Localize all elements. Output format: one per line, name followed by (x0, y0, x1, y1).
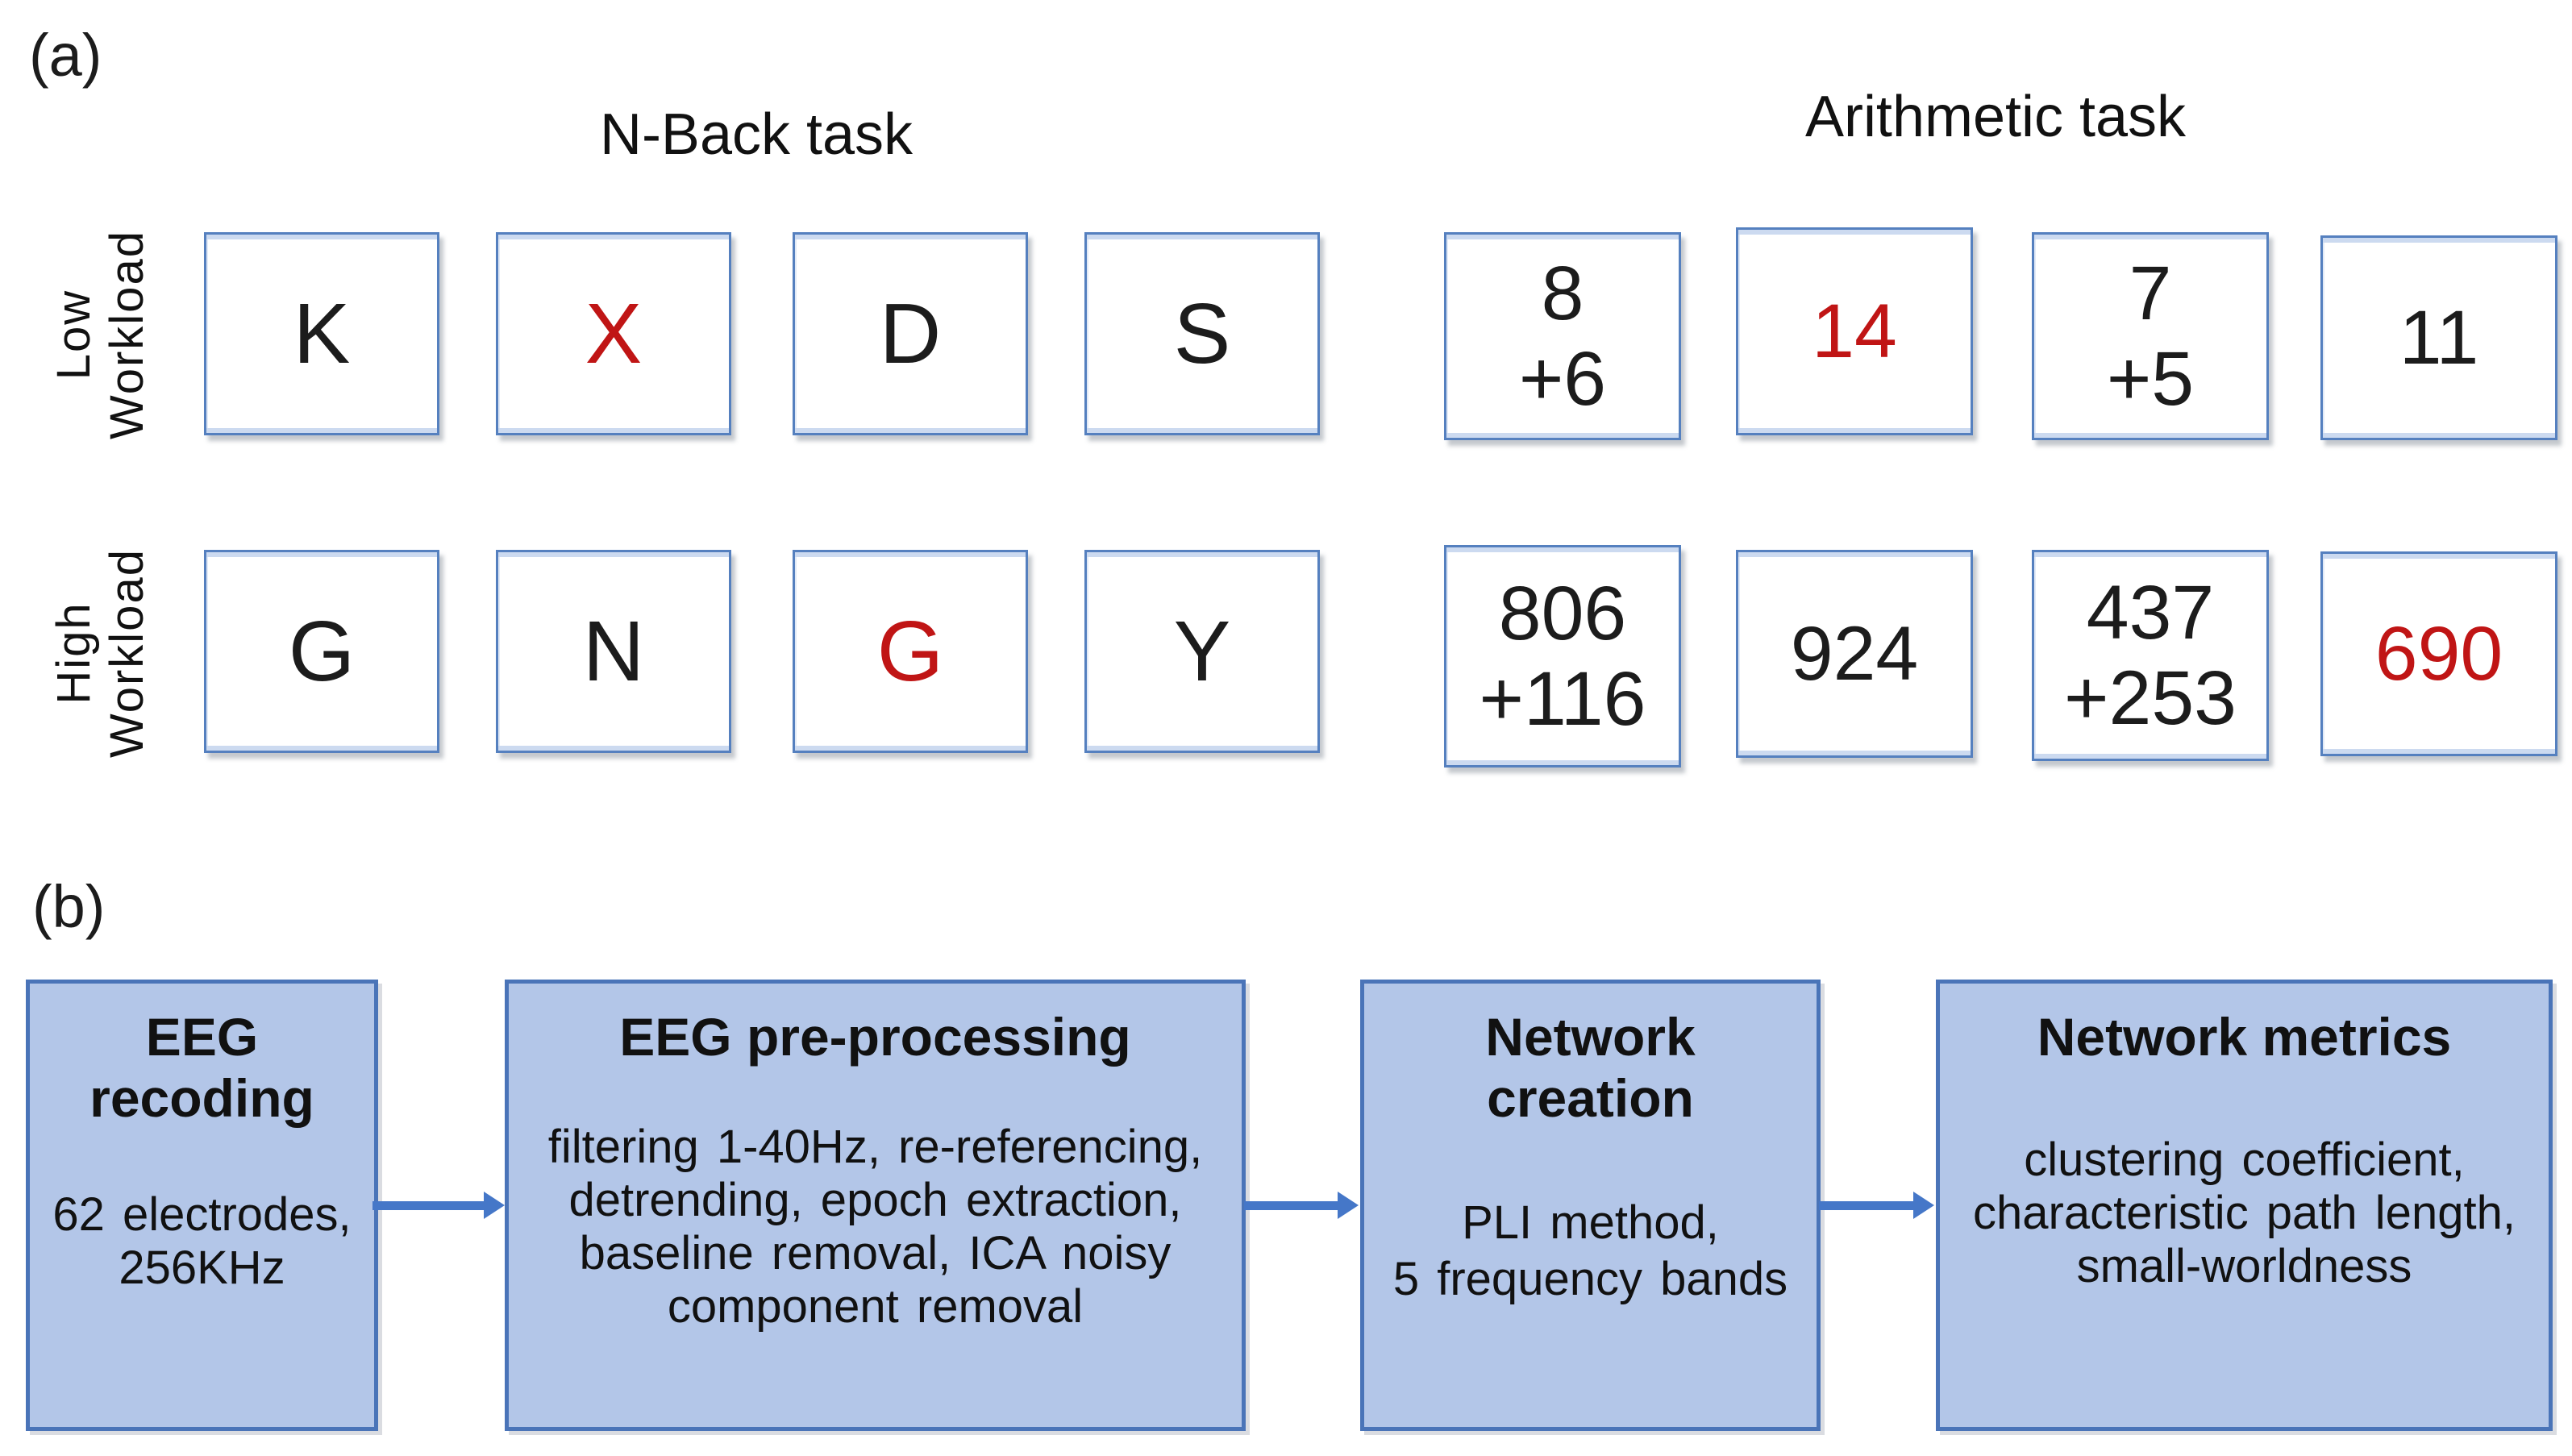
nback-stimulus-box: S (1084, 232, 1320, 435)
nback-stimulus-box: K (204, 232, 439, 435)
arithmetic-stimulus-box: 806 +116 (1444, 545, 1681, 768)
flow-step-title: EEG recoding (89, 1007, 314, 1128)
arithmetic-stimulus-box: 8 +6 (1444, 232, 1681, 440)
nback-stimulus-box: G (793, 550, 1028, 753)
arithmetic-stimulus-box: 924 (1736, 550, 1973, 758)
nback-stimulus-box: G (204, 550, 439, 753)
nback-stimulus-box: N (496, 550, 731, 753)
flow-step-title: Network metrics (2037, 1007, 2452, 1067)
nback-stimulus-box: D (793, 232, 1028, 435)
flow-arrow-right-icon (1244, 1192, 1359, 1219)
panel-b-label: (b) (32, 873, 106, 940)
flow-arrow-right-icon (1819, 1192, 1934, 1219)
flow-step-body: filtering 1-40Hz, re-referencing, detren… (547, 1121, 1203, 1333)
arithmetic-stimulus-box: 11 (2320, 235, 2557, 440)
arithmetic-stimulus-box: 437 +253 (2032, 550, 2269, 761)
flow-step-network-creation: Network creation PLI method, 5 frequency… (1360, 980, 1821, 1431)
flow-step-body: PLI method, 5 frequency bands (1392, 1196, 1788, 1305)
flow-step-eeg-preprocessing: EEG pre-processing filtering 1-40Hz, re-… (505, 980, 1246, 1431)
flow-step-title: EEG pre-processing (619, 1007, 1131, 1067)
arithmetic-stimulus-box: 690 (2320, 551, 2557, 756)
nback-stimulus-box: X (496, 232, 731, 435)
nback-task-title: N-Back task (599, 102, 914, 167)
nback-stimulus-box: Y (1084, 550, 1320, 753)
arithmetic-stimulus-box: 7 +5 (2032, 232, 2269, 440)
flow-step-body: 62 electrodes, 256KHz (52, 1188, 352, 1294)
flow-arrow-right-icon (372, 1192, 505, 1219)
flow-step-eeg-recording: EEG recoding 62 electrodes, 256KHz (26, 980, 378, 1431)
arithmetic-stimulus-box: 14 (1736, 227, 1973, 435)
flow-step-body: clustering coefficient, characteristic p… (1973, 1134, 2516, 1292)
flow-step-network-metrics: Network metrics clustering coefficient, … (1936, 980, 2553, 1431)
flow-step-title: Network creation (1485, 1007, 1696, 1128)
arithmetic-task-title: Arithmetic task (1804, 85, 2187, 149)
high-workload-label: High Workload (48, 548, 153, 758)
low-workload-label: Low Workload (48, 230, 153, 439)
panel-a-label: (a) (29, 22, 102, 89)
